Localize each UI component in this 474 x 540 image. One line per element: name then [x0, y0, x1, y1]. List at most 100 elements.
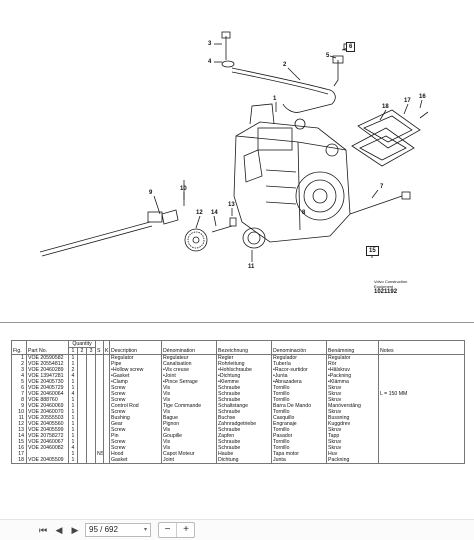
cell-description: Gasket [109, 457, 163, 464]
callout-11: 11 [248, 264, 255, 270]
cell-qty-3 [85, 361, 97, 367]
page-divider [0, 322, 474, 323]
cell-notes [378, 403, 466, 409]
cell-s-flag [95, 457, 105, 464]
callout-3: 3 [208, 41, 212, 47]
cell-notes [378, 385, 466, 391]
cell-bezeichnung: Dichtung [216, 457, 273, 464]
cell-s-flag: NS [95, 451, 105, 457]
cell-notes [378, 379, 466, 385]
cell-qty-3 [85, 373, 97, 379]
cell-qty-3 [85, 354, 97, 361]
cell-qty-3 [85, 403, 97, 409]
cell-denomination: Joint [161, 457, 218, 464]
cell-qty-3 [85, 445, 97, 451]
drawing-artwork [39, 31, 429, 262]
cell-qty-3 [85, 385, 97, 391]
cell-notes [378, 409, 466, 415]
callout-6: 6 [346, 42, 356, 52]
callout-7: 7 [380, 184, 384, 190]
header-notes: Notes [378, 340, 466, 355]
cell-notes [378, 457, 466, 464]
header-benamning: Benämning [326, 340, 380, 355]
callout-10: 10 [180, 186, 187, 192]
zoom-in-icon[interactable]: + [183, 524, 189, 535]
callout-12: 12 [196, 210, 203, 216]
cell-part-no: VOE 20405509 [26, 457, 69, 464]
drawing-reference-number: 1021192 [374, 289, 398, 295]
first-page-icon[interactable]: ⏮ [38, 525, 48, 535]
page-number-value: 95 / 692 [89, 525, 118, 534]
cell-qty-3 [85, 415, 97, 421]
cell-notes: L = 150 MM [378, 391, 466, 397]
callout-1: 1 [273, 96, 277, 102]
callout-2: 2 [283, 62, 287, 68]
header-part-no: Part No. [26, 340, 69, 355]
header-quantity: Quantity [67, 340, 97, 348]
drawing-reference-text: Volvo Construction Equipment [374, 279, 434, 289]
header-q2: 2 [77, 347, 87, 355]
cell-qty-1: 1 [68, 457, 78, 464]
callout-14: 14 [211, 210, 218, 216]
chevron-down-icon: ▾ [143, 527, 147, 533]
cell-part-no: VOE 20460082 [26, 445, 69, 451]
cell-notes [378, 373, 466, 379]
viewer-toolbar: ⏮ ◀ ▶ 95 / 692 ▾ − + [0, 519, 474, 540]
cell-qty-3 [85, 427, 97, 433]
callout-13: 13 [228, 202, 235, 208]
header-denominacion: Denominación [271, 340, 328, 355]
cell-notes [378, 433, 466, 439]
cell-qty-3 [85, 433, 97, 439]
parts-table: Fig. Part No. Quantity S K Description D… [11, 340, 466, 464]
next-page-icon[interactable]: ▶ [71, 525, 79, 535]
page-number-input[interactable]: 95 / 692 ▾ [85, 523, 151, 537]
callout-9: 9 [149, 190, 153, 196]
cell-fig: 18 [11, 457, 27, 464]
callout-16: 16 [419, 94, 426, 100]
header-fig: Fig. [11, 340, 27, 355]
cell-notes [378, 397, 466, 403]
ref-line-2: Equipment [374, 284, 394, 289]
cell-notes [378, 451, 466, 457]
header-q3: 3 [85, 347, 97, 355]
header-denomination: Dénomination [161, 340, 218, 355]
callout-18: 18 [382, 104, 389, 110]
cell-denominacion: Junta [271, 457, 328, 464]
cell-qty-3 [85, 379, 97, 385]
prev-page-icon[interactable]: ◀ [55, 525, 63, 535]
zoom-out-icon[interactable]: − [159, 523, 177, 537]
cell-qty-3 [85, 409, 97, 415]
callout-15: 15 [366, 246, 379, 256]
header-s: S [95, 340, 105, 355]
callout-4: 4 [208, 59, 212, 65]
callout-17: 17 [404, 98, 411, 104]
cell-notes [378, 354, 466, 361]
header-bezeichnung: Bezeichnung [216, 340, 273, 355]
cell-benamning: Packning [326, 457, 380, 464]
header-q1: 1 [68, 347, 78, 355]
cell-notes [378, 361, 466, 367]
callout-5: 5 [326, 53, 330, 59]
callout-8: 8 [302, 210, 306, 216]
cell-notes [378, 421, 466, 427]
cell-notes [378, 439, 466, 445]
cell-qty-3 [85, 397, 97, 403]
cell-qty-3 [85, 457, 97, 464]
cell-qty-3 [85, 439, 97, 445]
